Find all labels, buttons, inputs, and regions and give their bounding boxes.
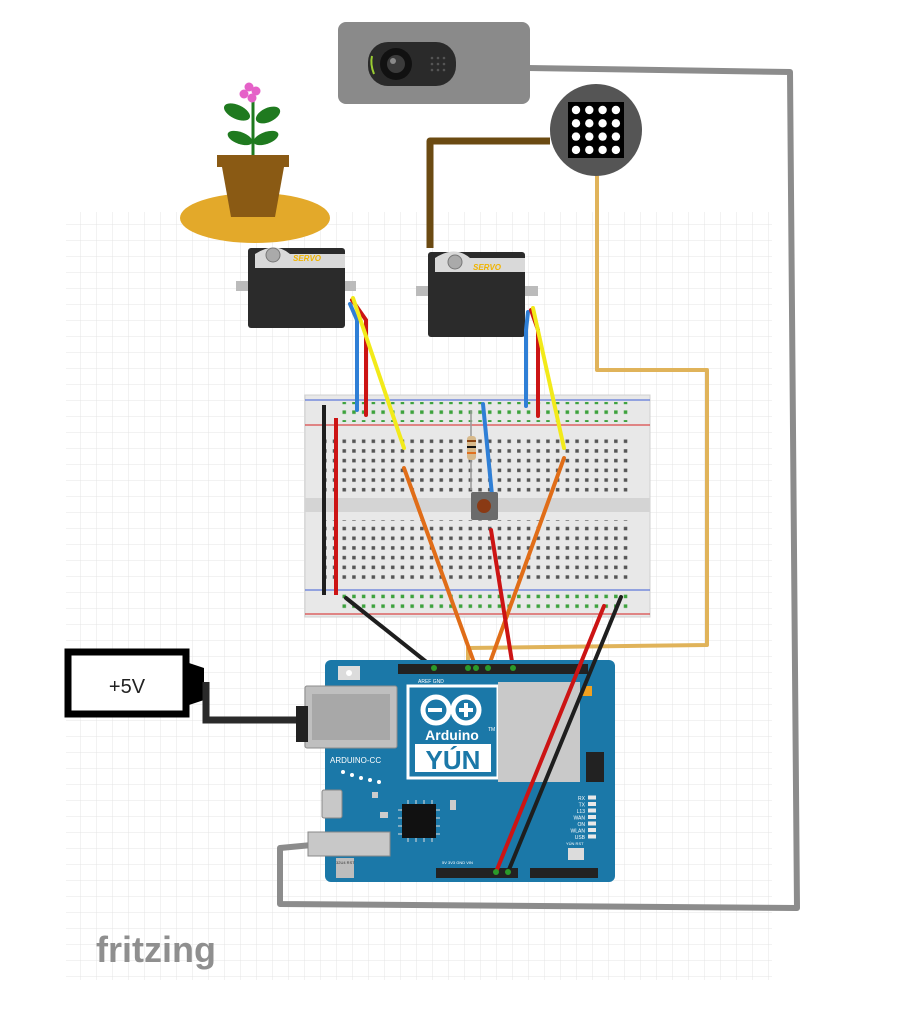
plant-saucer [180,193,330,243]
barrel-plug [296,706,308,742]
matrix-led [585,119,594,128]
led-label-wan: WAN [574,816,586,822]
orange-signal-wires [402,456,566,670]
bottom-header-analog [530,868,598,878]
top-header [398,664,588,674]
matrix-led [611,119,621,128]
matrix-led [598,145,607,155]
button-red-wire [489,528,515,670]
yun-reset-button[interactable] [568,848,584,860]
yun-reset-label: YÚN RST [566,841,584,846]
microcontroller-chip [402,804,436,838]
power-red-wire [494,604,606,874]
led-label-l13: L13 [577,809,586,815]
potted-plant [180,82,330,243]
servo-left-wires [348,296,406,450]
matrix-led [611,145,621,155]
matrix-led [585,145,594,155]
micro-usb-port [321,789,343,819]
arduino-tm: TM [488,727,495,733]
matrix-led [598,119,607,128]
fritzing-watermark: fritzing [96,929,216,970]
led-label-usb: USB [575,835,586,841]
matrix-led [611,105,621,115]
servo-right: SERVO [416,251,538,337]
status-led [588,815,596,819]
led-label-on: ON [578,822,586,828]
servo-right-label: SERVO [473,263,502,272]
led-matrix [550,84,642,176]
power-supply-label: +5V [109,676,146,698]
power-supply: +5V [64,648,204,718]
arduino-brand: Arduino [425,727,479,743]
status-led [588,828,596,832]
status-led [588,795,596,800]
status-led [588,834,596,839]
bottom-header-power [436,868,518,878]
infinity-icon [420,694,482,726]
blue-button-wire [481,402,494,497]
led-label-wlan: WLAN [571,829,586,835]
matrix-led [585,105,594,115]
matrix-led [571,119,581,128]
matrix-led [611,132,621,141]
matrix-led [598,105,607,115]
header-top-label: AREF GND [418,679,444,685]
breadboard-bottom-rail [340,592,630,612]
power-black-wire [506,595,623,874]
status-led [588,821,596,826]
status-led [588,808,596,813]
usb-port-label: 32U4 RST [336,860,355,865]
brown-wire [426,137,550,248]
matrix-led [585,132,594,141]
header-bottom-label: 5V 3V3 GND VIN [442,860,473,865]
gray-wire [277,65,800,911]
matrix-led [571,105,581,115]
webcam [338,22,530,104]
matrix-led [598,132,607,141]
arduino-model: YÚN [426,745,481,775]
servo-left: SERVO [236,247,356,328]
status-led [588,802,596,806]
servo-left-label: SERVO [293,254,322,263]
led-label-tx: TX [579,803,586,809]
flower [239,82,261,103]
resistor [467,410,476,490]
arduino-yun-board: AREF GND Arduino TM YÚN ARDUINO-CC [304,660,615,882]
servo-right-wires [524,306,566,450]
icsp-header [586,752,604,782]
matrix-led [571,145,581,155]
usb-host-port [307,831,391,857]
power-cable [202,682,300,724]
matrix-led [571,132,581,141]
arduino-cc-label: ARDUINO-CC [330,756,381,765]
gnd-black-wire [344,596,436,670]
led-label-rx: RX [578,796,586,802]
breadboard-lower-block [320,520,630,582]
push-button [471,492,498,520]
